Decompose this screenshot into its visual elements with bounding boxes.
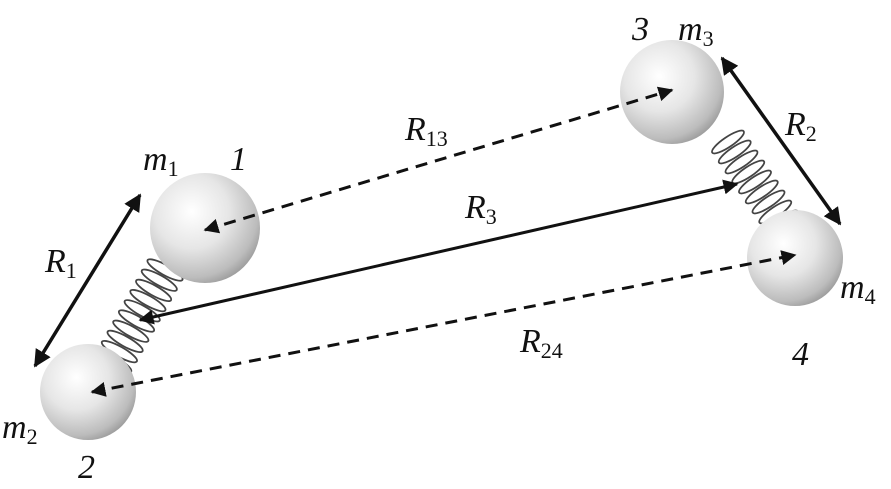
label-r3: R3	[464, 189, 497, 229]
label-m4: m4	[840, 269, 876, 309]
arrow-r1	[33, 193, 142, 368]
label-r24: R24	[519, 323, 563, 363]
label-r13: R13	[404, 111, 448, 151]
index-4: 4	[792, 336, 809, 373]
arrow-r3	[138, 179, 739, 325]
arrow-r2	[720, 56, 842, 226]
index-2: 2	[78, 449, 95, 486]
label-m2: m2	[2, 409, 38, 449]
label-r2: R2	[784, 106, 817, 146]
arrow-r13	[203, 86, 674, 234]
sphere-4	[747, 210, 843, 306]
label-m1: m1	[143, 141, 179, 181]
label-m3: m3	[678, 11, 714, 51]
sphere-2	[40, 344, 136, 440]
index-1: 1	[230, 141, 247, 178]
sphere-1	[150, 173, 260, 283]
label-r1: R1	[44, 243, 77, 283]
sphere-3	[620, 40, 724, 144]
index-3: 3	[631, 11, 649, 48]
